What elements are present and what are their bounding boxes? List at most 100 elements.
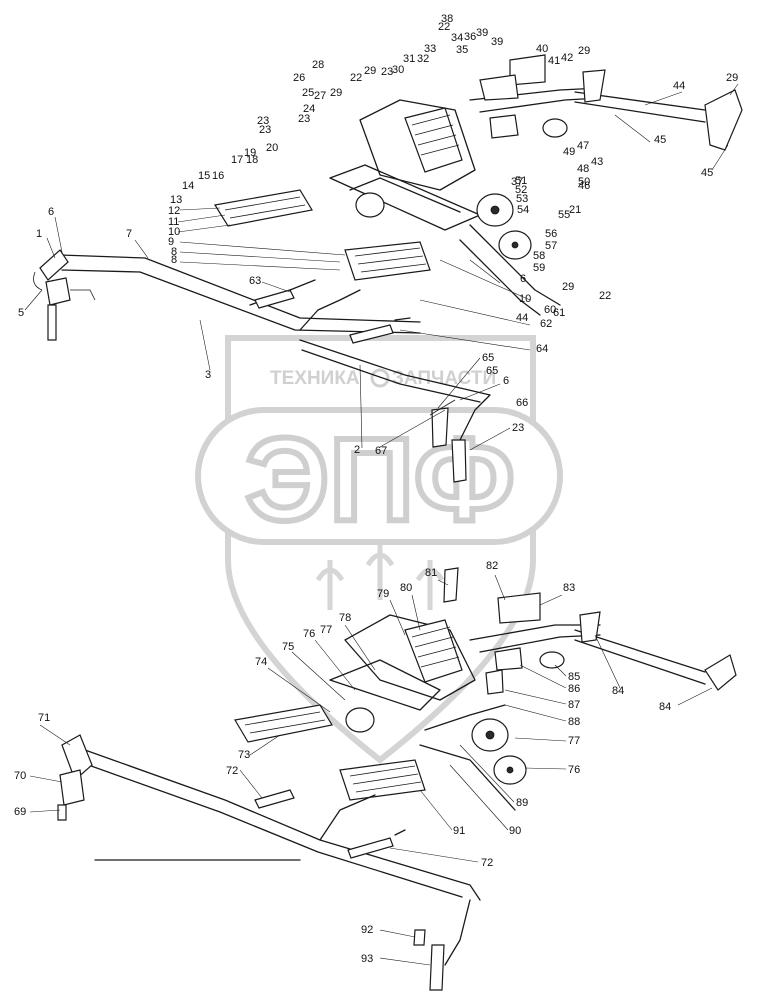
leader-lines (24, 83, 739, 966)
callout: 44 (673, 80, 685, 92)
callout: 39 (491, 36, 503, 48)
callout: 21 (569, 204, 581, 216)
watermark-line2: ЗАПЧАСТИ (392, 368, 496, 389)
callout: 43 (591, 156, 603, 168)
callout: 65 (486, 365, 498, 377)
callout: 92 (361, 924, 373, 936)
callout: 46 (578, 180, 590, 192)
callout: 1 (36, 228, 42, 240)
callout: 77 (568, 735, 580, 747)
callout: 32 (417, 53, 429, 65)
callout: 37 (511, 176, 523, 188)
bottom-assembly (57, 567, 737, 991)
callout: 74 (255, 656, 267, 668)
callout: 39 (476, 27, 488, 39)
callout: 22 (438, 21, 450, 33)
callout: 14 (182, 180, 194, 192)
callout: 61 (553, 307, 565, 319)
callout: 76 (303, 628, 315, 640)
callout: 42 (561, 52, 573, 64)
callout: 38 (441, 13, 453, 25)
callout: 29 (330, 87, 342, 99)
gear-icon (370, 368, 390, 388)
callout: 45 (701, 167, 713, 179)
callout: 62 (540, 318, 552, 330)
callout: 78 (339, 612, 351, 624)
callout: 54 (517, 204, 529, 216)
callout: 71 (38, 712, 50, 724)
callout: 56 (545, 228, 557, 240)
callout: 41 (548, 55, 560, 67)
callout: 29 (578, 45, 590, 57)
callout: 48 (577, 163, 589, 175)
callouts-top: 1 2 3 5 6 6 6 7 8 8 9 10 10 11 12 13 14 … (18, 13, 738, 457)
callout: 69 (14, 806, 26, 818)
callout: 81 (425, 567, 437, 579)
callout: 59 (533, 262, 545, 274)
callout: 22 (350, 72, 362, 84)
callout: 19 (244, 147, 256, 159)
callout: 72 (226, 765, 238, 777)
callout: 51 (515, 175, 527, 187)
callout: 86 (568, 683, 580, 695)
callout: 79 (377, 588, 389, 600)
callout: 3 (205, 369, 211, 381)
callout: 31 (403, 53, 415, 65)
callout: 6 (503, 375, 509, 387)
watermark-big-text: ЭПФ (245, 414, 514, 546)
callout: 89 (516, 797, 528, 809)
wheat-icon (315, 545, 445, 610)
watermark-badge (195, 407, 563, 545)
callout: 29 (364, 65, 376, 77)
watermark-line1: ТЕХНИКА (270, 368, 360, 389)
callout: 40 (536, 43, 548, 55)
callout: 24 (303, 103, 315, 115)
watermark: ТЕХНИКА ЗАПЧАСТИ ЭПФ (195, 335, 563, 764)
callout: 52 (515, 184, 527, 196)
callout: 27 (314, 90, 326, 102)
callout: 58 (533, 250, 545, 262)
callout: 88 (568, 716, 580, 728)
callout: 5 (18, 307, 24, 319)
callout: 9 (168, 236, 174, 248)
callout: 33 (424, 43, 436, 55)
callout: 23 (298, 113, 310, 125)
callout: 82 (486, 560, 498, 572)
callout: 11 (168, 216, 179, 228)
callout: 64 (536, 343, 548, 355)
callout: 23 (259, 124, 271, 136)
callout: 66 (516, 397, 528, 409)
callout: 29 (562, 281, 574, 293)
callout: 47 (577, 140, 589, 152)
callout: 30 (392, 64, 404, 76)
callout: 23 (381, 66, 393, 78)
callout: 35 (456, 44, 468, 56)
callout: 55 (558, 209, 570, 221)
callout: 67 (375, 445, 387, 457)
callout: 76 (568, 764, 580, 776)
callout: 2 (354, 444, 360, 456)
callout: 10 (168, 226, 180, 238)
callout: 57 (545, 240, 557, 252)
callout: 45 (654, 134, 666, 146)
callout: 13 (170, 194, 182, 206)
callout: 29 (726, 72, 738, 84)
callout: 23 (257, 115, 269, 127)
callout: 12 (168, 205, 180, 217)
callout: 15 (198, 170, 210, 182)
callouts-bottom: 69 70 71 72 72 73 74 75 76 76 77 77 78 7… (14, 560, 671, 965)
callout: 8 (171, 246, 177, 258)
callout: 63 (249, 275, 261, 287)
top-assembly (33, 54, 743, 483)
callout: 25 (302, 87, 314, 99)
callout: 34 (451, 32, 463, 44)
callout: 90 (509, 825, 521, 837)
callout: 20 (266, 142, 278, 154)
callout: 22 (599, 290, 611, 302)
callout: 60 (544, 304, 556, 316)
callout: 85 (568, 671, 580, 683)
callout: 28 (312, 59, 324, 71)
callout: 91 (453, 825, 465, 837)
callout: 93 (361, 953, 373, 965)
callout: 84 (659, 701, 671, 713)
